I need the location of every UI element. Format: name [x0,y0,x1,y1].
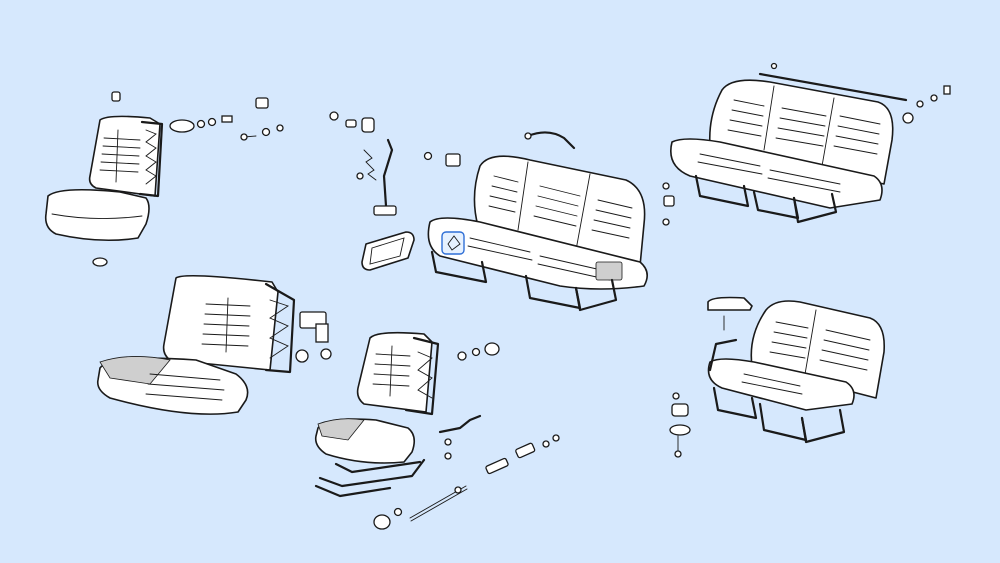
seat-hardware-fasteners [169,97,284,141]
bench-seat-three-seater-right[interactable] [662,62,951,226]
bench-seat-two-seater[interactable] [669,296,886,458]
clip-icon [92,257,108,267]
seat-assembly-adjustable-frame[interactable] [314,331,560,530]
bolt-icon [111,91,121,102]
seat-hardware-fasteners [329,111,576,271]
bench-seat-three-seater-center[interactable] [427,155,648,312]
seat-assembly-large-front[interactable] [96,274,332,415]
seat-assembly-small-front[interactable] [44,91,164,267]
